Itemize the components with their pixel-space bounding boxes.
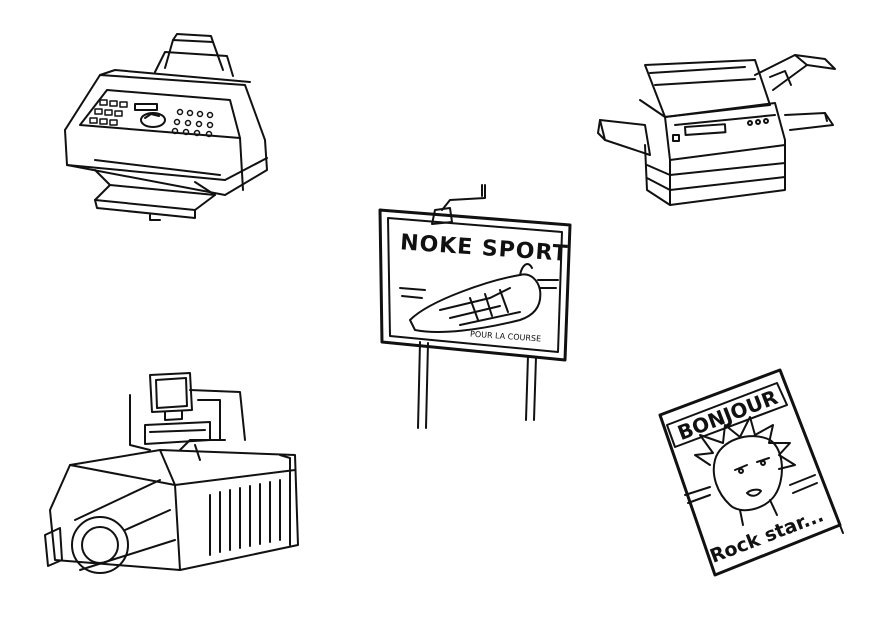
large-format-printer-illustration bbox=[40, 370, 300, 585]
photocopier-illustration bbox=[595, 45, 840, 215]
fax-machine-illustration bbox=[55, 30, 285, 225]
magazine-illustration: BONJOUR Rock star... bbox=[655, 365, 845, 580]
billboard-illustration: NOKE SPORT POUR LA COURSE bbox=[370, 180, 580, 435]
